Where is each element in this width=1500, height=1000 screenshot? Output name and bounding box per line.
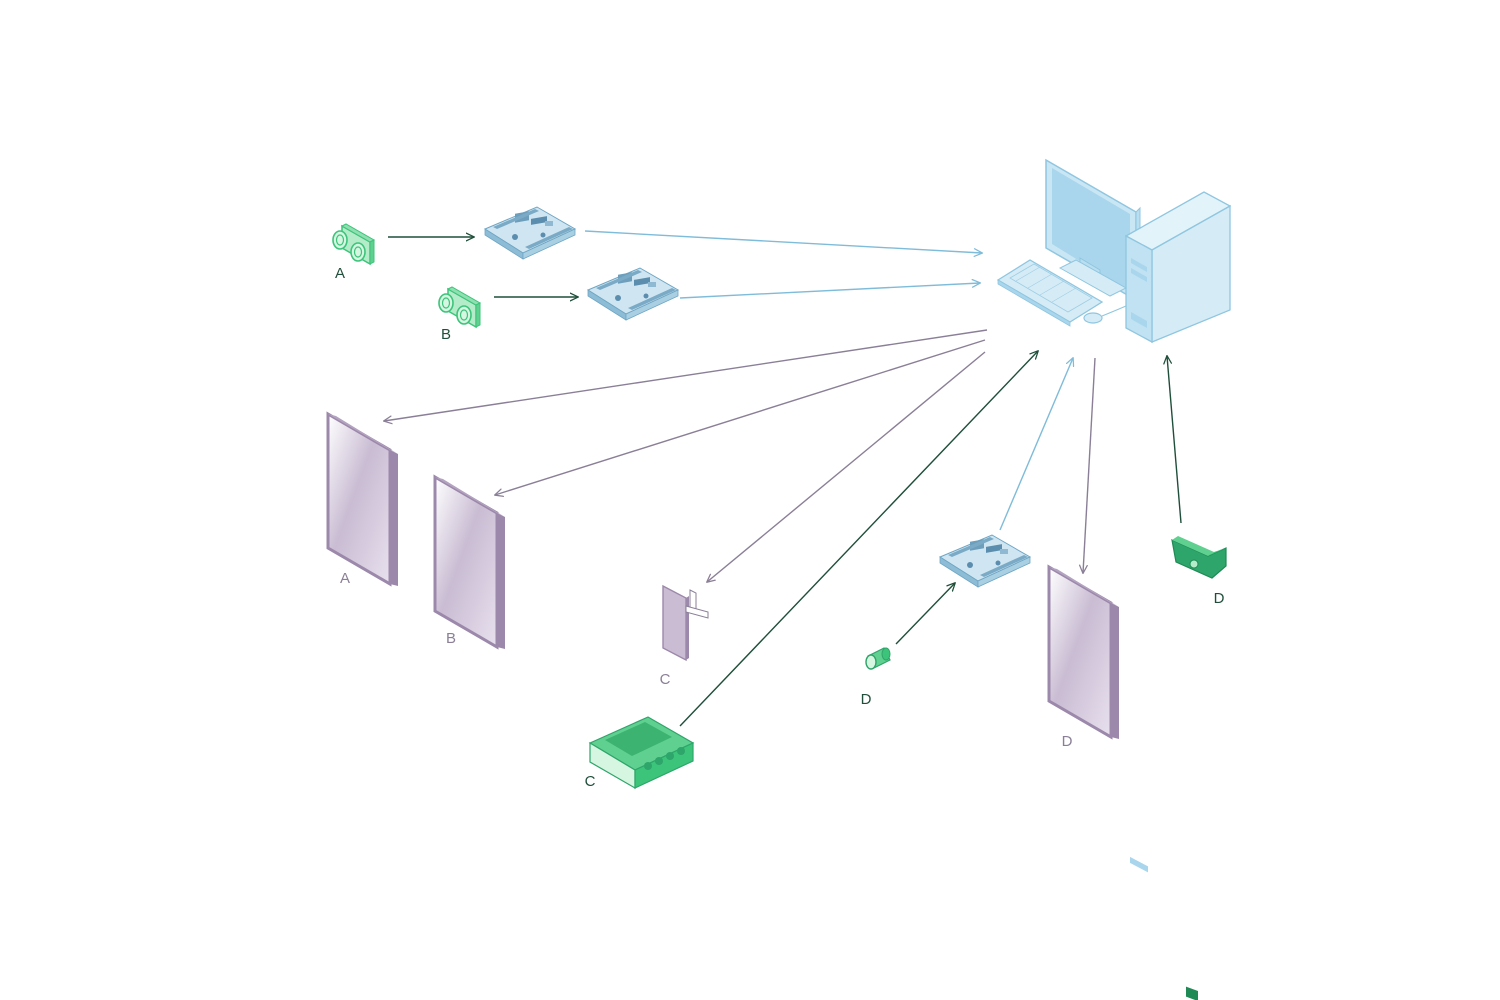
- connections: [384, 230, 1182, 727]
- arrow-board-a-to-computer: [584, 230, 982, 253]
- display-panel-d-icon: [1047, 565, 1121, 741]
- lever-c-label: C: [660, 671, 671, 688]
- sensor-b-label: B: [441, 326, 451, 343]
- arrow-computer-to-lever-c: [707, 351, 986, 582]
- arrow-board-d-to-computer: [999, 358, 1073, 531]
- microcontroller-board-d-icon: [939, 534, 1031, 588]
- ultrasonic-sensor-a-icon: [332, 223, 375, 265]
- camera-d-icon: [1171, 536, 1227, 1000]
- lever-switch-c-icon: [662, 584, 709, 662]
- microcontroller-board-a-icon: [484, 206, 576, 260]
- push-button-d-icon: [865, 647, 891, 670]
- ultrasonic-sensor-b-icon: [438, 286, 481, 328]
- desktop-computer-icon: [996, 158, 1232, 873]
- display-b-label: B: [446, 630, 456, 647]
- display-d-label: D: [1062, 733, 1073, 750]
- arrow-camera-d-to-computer: [1167, 356, 1182, 524]
- display-panel-a-icon: [326, 412, 400, 588]
- arrow-computer-to-display-d: [1083, 357, 1096, 573]
- button-d-label: D: [861, 691, 872, 708]
- arrow-board-b-to-computer: [679, 283, 980, 299]
- arrow-computer-to-display-b: [495, 339, 986, 495]
- display-a-label: A: [340, 570, 350, 587]
- control-panel-c-icon: [588, 716, 695, 790]
- sensor-a-label: A: [335, 265, 345, 282]
- arrow-computer-to-display-a: [384, 329, 988, 421]
- panel-c-label: C: [585, 773, 596, 790]
- arrow-button-d-to-board-d: [895, 583, 955, 645]
- arrow-panel-c-to-computer: [679, 351, 1038, 727]
- display-panel-b-icon: [433, 475, 507, 651]
- microcontroller-board-b-icon: [587, 267, 679, 321]
- camera-d-label: D: [1214, 590, 1225, 607]
